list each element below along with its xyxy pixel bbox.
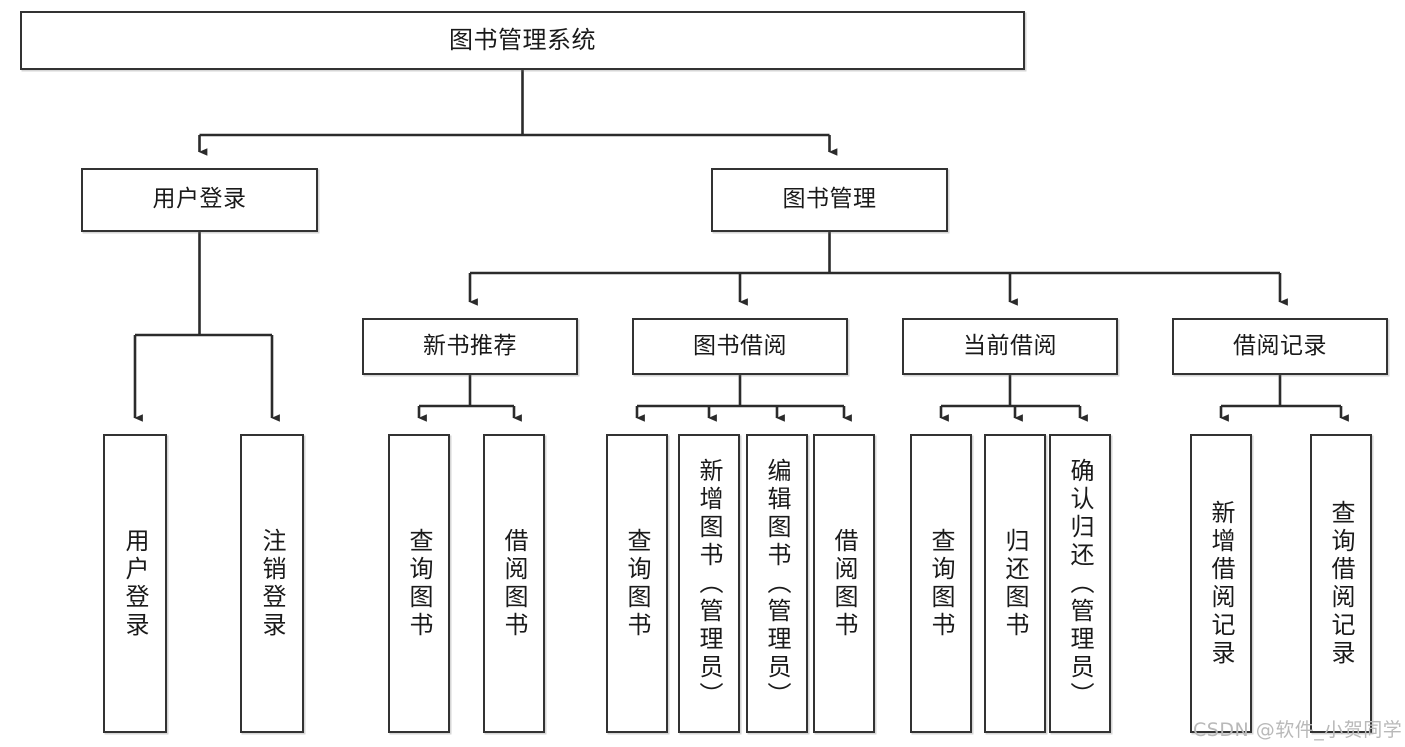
node-label: 借阅记录 [1233, 332, 1327, 359]
node-label: 新增图书（管理员） [695, 457, 723, 710]
leaf-borrow-book[interactable]: 借阅图书 [813, 434, 875, 733]
node-label: 借阅图书 [500, 527, 528, 640]
leaf-query-book-borrow[interactable]: 查询图书 [606, 434, 668, 733]
node-new-book-recommend[interactable]: 新书推荐 [362, 318, 578, 375]
node-label: 图书管理系统 [449, 26, 596, 55]
node-label: 图书管理 [782, 186, 877, 213]
leaf-edit-book-admin[interactable]: 编辑图书（管理员） [746, 434, 808, 733]
node-user-login[interactable]: 用户登录 [81, 168, 318, 232]
node-label: 借阅图书 [830, 527, 858, 640]
leaf-user-login[interactable]: 用户登录 [103, 434, 167, 733]
node-label: 查询图书 [927, 527, 955, 640]
node-root-system[interactable]: 图书管理系统 [20, 11, 1025, 70]
leaf-query-borrow-record[interactable]: 查询借阅记录 [1310, 434, 1372, 733]
leaf-return-book[interactable]: 归还图书 [984, 434, 1046, 733]
leaf-confirm-return-admin[interactable]: 确认归还（管理员） [1049, 434, 1111, 733]
node-borrow-record[interactable]: 借阅记录 [1172, 318, 1388, 375]
node-label: 编辑图书（管理员） [763, 457, 791, 710]
leaf-query-book-current[interactable]: 查询图书 [910, 434, 972, 733]
node-label: 查询图书 [405, 527, 433, 640]
node-book-borrow[interactable]: 图书借阅 [632, 318, 848, 375]
node-current-borrow[interactable]: 当前借阅 [902, 318, 1118, 375]
leaf-borrow-book-recommend[interactable]: 借阅图书 [483, 434, 545, 733]
node-label: 新增借阅记录 [1207, 499, 1235, 668]
node-label: 用户登录 [121, 527, 149, 640]
node-label: 确认归还（管理员） [1066, 457, 1094, 710]
node-label: 图书借阅 [693, 332, 787, 359]
node-label: 用户登录 [152, 186, 247, 213]
leaf-query-book-recommend[interactable]: 查询图书 [388, 434, 450, 733]
leaf-logout[interactable]: 注销登录 [240, 434, 304, 733]
node-label: 当前借阅 [963, 332, 1057, 359]
leaf-add-book-admin[interactable]: 新增图书（管理员） [678, 434, 740, 733]
leaf-add-borrow-record[interactable]: 新增借阅记录 [1190, 434, 1252, 733]
node-label: 归还图书 [1001, 527, 1029, 640]
node-label: 注销登录 [258, 527, 286, 640]
watermark-credit: CSDN @软件_小贺同学 [1193, 719, 1403, 741]
node-label: 查询图书 [623, 527, 651, 640]
node-book-management[interactable]: 图书管理 [711, 168, 948, 232]
node-label: 新书推荐 [423, 332, 517, 359]
node-label: 查询借阅记录 [1327, 499, 1355, 668]
